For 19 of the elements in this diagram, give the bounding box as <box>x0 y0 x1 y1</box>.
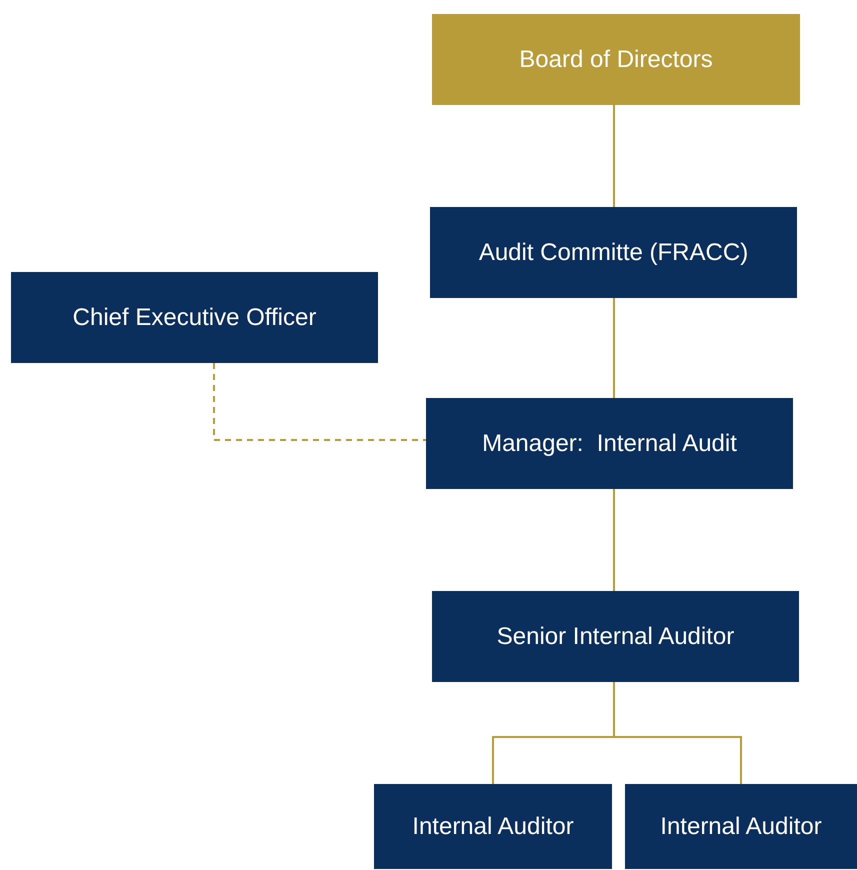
org-box <box>432 591 799 682</box>
role-title: Internal Auditor <box>412 812 574 842</box>
org-box <box>374 784 612 869</box>
connector-line <box>613 682 742 784</box>
role-title: Senior Internal Auditor <box>496 622 734 652</box>
role-title: Board of Directors <box>519 44 713 74</box>
role-title: Audit Committe (FRACC) <box>478 238 748 268</box>
org-box <box>11 272 378 363</box>
org-box <box>430 207 797 298</box>
role-title: Manager: Internal Audit <box>482 428 737 458</box>
connector-line <box>613 489 615 591</box>
role-title: Chief Executive Officer <box>72 302 316 332</box>
dashed-connector <box>213 363 426 441</box>
org-box <box>432 14 800 105</box>
connector-line <box>613 105 615 207</box>
org-box <box>625 784 857 869</box>
org-box <box>426 398 793 489</box>
role-title: Internal Auditor <box>660 812 822 842</box>
connector-line <box>613 298 615 398</box>
